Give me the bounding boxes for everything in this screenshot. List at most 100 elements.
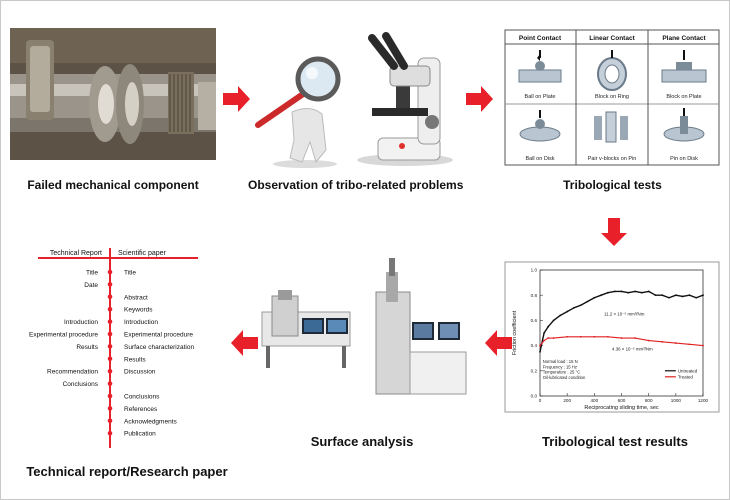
tree-node-dot: [107, 306, 113, 312]
data-point-treated: [543, 339, 545, 342]
data-point-treated: [702, 344, 704, 347]
failed-component-photo: [10, 28, 216, 160]
data-point-treated: [593, 335, 596, 338]
annotation-treated: 4.36 × 10⁻⁵ mm³/Nm: [612, 347, 653, 352]
data-point-untreated: [695, 296, 698, 299]
data-point-untreated: [547, 325, 550, 328]
report-tree: Technical Report Scientific paper TitleD…: [29, 248, 198, 448]
data-point-untreated: [620, 290, 623, 293]
tree-right-item: References: [124, 406, 158, 413]
legend-label: Treated: [678, 374, 694, 379]
tree-right-header: Scientific paper: [118, 250, 167, 257]
data-point-treated: [661, 340, 664, 343]
tree-node-dot: [107, 282, 113, 287]
tree-left-item: Date: [84, 282, 98, 289]
tree-right-item: Results: [124, 356, 146, 363]
tree-right-item: Title: [124, 270, 136, 277]
tree-node-dot: [107, 294, 113, 300]
data-point-untreated: [607, 291, 609, 294]
tree-node-dot: [107, 430, 113, 436]
x-tick-label: 800: [645, 398, 653, 403]
tree-right-item: Keywords: [124, 307, 153, 314]
contact-header-linear: Linear Contact: [589, 35, 635, 42]
data-point-untreated: [654, 294, 657, 297]
data-point-untreated: [552, 319, 555, 322]
tree-node-dot: [107, 406, 113, 411]
caption-report: Technical report/Research paper: [26, 464, 228, 479]
condition-label: Frequency : 15 Hz: [543, 364, 577, 369]
data-point-treated: [674, 342, 677, 344]
tree-right-items: TitleAbstractKeywordsIntroductionExperim…: [124, 270, 194, 438]
contact-cell-labels: Ball on Plate Block on Ring Block on Pla…: [525, 94, 702, 162]
tree-left-item: Title: [86, 270, 98, 277]
tree-right-item: Experimental procedure: [124, 332, 193, 339]
data-point-treated: [547, 337, 550, 339]
condition-label: Temperature : 25 °C: [543, 370, 581, 375]
tree-node-dot: [107, 418, 113, 424]
tree-node-dot: [107, 269, 113, 275]
data-point-untreated: [702, 294, 704, 297]
x-tick-label: 200: [563, 398, 571, 403]
contact-cell-block-on-ring: Block on Ring: [595, 94, 629, 100]
annotation-untreated: 11.2 × 10⁻⁵ mm³/Nm: [604, 311, 645, 316]
x-tick-label: 400: [590, 398, 598, 403]
contact-cell-ball-on-plate: Ball on Plate: [525, 94, 556, 100]
data-point-untreated: [586, 300, 589, 303]
tree-right-item: Discussion: [124, 369, 156, 376]
caption-observation: Observation of tribo-related problems: [248, 178, 464, 192]
data-point-treated: [607, 335, 609, 338]
data-point-untreated: [566, 310, 569, 313]
data-point-untreated: [668, 296, 670, 299]
tree-left-item: Conclusions: [63, 381, 99, 388]
data-point-treated: [552, 337, 555, 339]
surface-analysis-instruments: [261, 258, 467, 395]
contact-table: Point Contact Linear Contact Plane Conta…: [504, 29, 720, 166]
data-point-untreated: [559, 314, 562, 317]
tree-node-dot: [107, 356, 113, 362]
x-axis-label: Reciprocating sliding time, sec: [584, 405, 659, 411]
x-tick-label: 1200: [698, 398, 709, 403]
y-tick-label: 0.2: [531, 368, 538, 373]
tree-left-item: Recommendation: [47, 369, 98, 376]
data-point-untreated: [674, 294, 677, 297]
y-tick-label: 0.4: [531, 343, 538, 348]
contact-cell-pair-vblocks: Pair v-blocks on Pin: [588, 156, 637, 162]
tree-node-dot: [107, 331, 113, 337]
tree-right-item: Abstract: [124, 294, 148, 301]
data-point-treated: [620, 337, 623, 339]
tree-node-dot: [107, 319, 113, 324]
y-tick-label: 1.0: [531, 268, 538, 273]
data-point-untreated: [688, 294, 691, 297]
arrow-right-2: [466, 86, 493, 112]
tree-node-dot: [107, 393, 113, 399]
tree-right-item: Publication: [124, 431, 156, 438]
data-point-untreated: [593, 296, 596, 299]
contact-header-point: Point Contact: [519, 35, 562, 42]
data-point-treated: [539, 344, 541, 347]
x-tick-label: 1000: [671, 398, 682, 403]
arrow-right-1: [223, 86, 250, 112]
y-tick-label: 0.6: [531, 318, 538, 323]
data-point-untreated: [539, 351, 541, 353]
x-tick-label: 0: [539, 398, 542, 403]
x-tick-label: 600: [618, 398, 626, 403]
tree-node-dot: [107, 368, 113, 374]
caption-failed-component: Failed mechanical component: [27, 178, 199, 192]
series-line-untreated: [539, 290, 704, 353]
data-point-treated: [566, 335, 569, 338]
tree-left-item: Introduction: [64, 319, 98, 326]
contact-headers: Point Contact Linear Contact Plane Conta…: [519, 35, 707, 42]
arrow-left: [485, 330, 512, 356]
data-point-treated: [688, 343, 691, 346]
data-point-untreated: [661, 294, 664, 297]
contact-cell-pin-on-disk: Pin on Disk: [670, 156, 698, 162]
y-tick-label: 0.8: [531, 293, 538, 298]
tree-right-item: Acknowledgments: [124, 418, 177, 425]
data-point-untreated: [600, 294, 603, 297]
tree-node-dot: [107, 344, 113, 349]
observation-figure: [255, 56, 341, 168]
contact-cell-block-on-plate: Block on Plate: [666, 94, 701, 100]
